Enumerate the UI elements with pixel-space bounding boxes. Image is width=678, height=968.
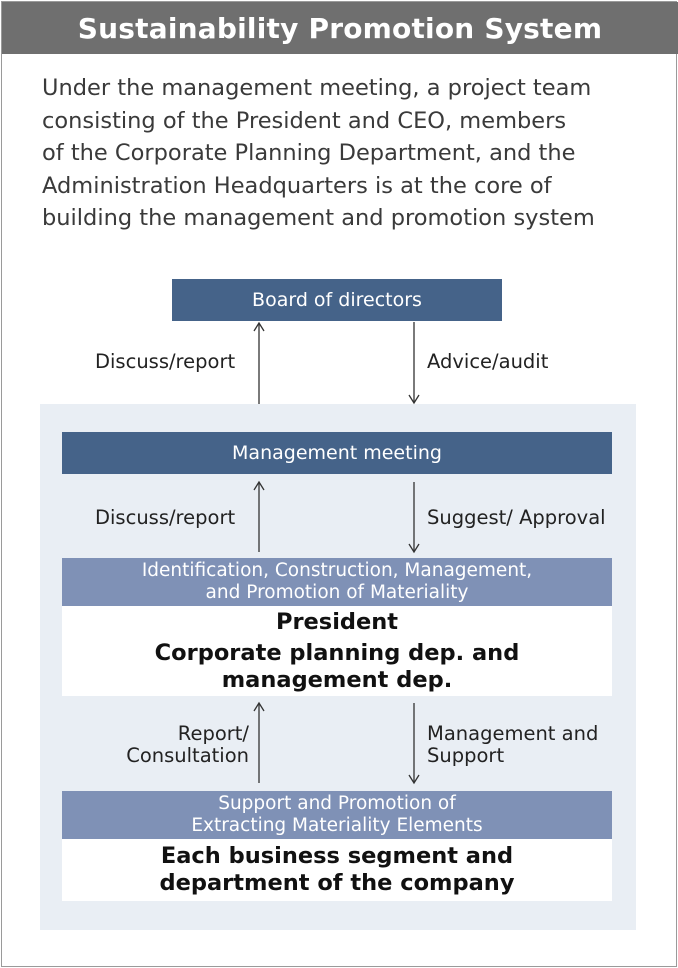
up-arrow-head [253, 321, 265, 332]
management-and-label-line: Management and [427, 722, 599, 745]
materiality-header: Identification, Construction, Management… [62, 558, 612, 606]
down-arrow-head [408, 774, 420, 785]
management-meeting-box: Management meeting [62, 432, 612, 474]
up-arrow-head [253, 701, 265, 712]
management-support-label: Management and Support [427, 723, 598, 767]
support-header-line: Extracting Materiality Elements [191, 815, 483, 836]
down-arrow-head [408, 394, 420, 405]
intro-line: Under the management meeting, a project … [42, 75, 592, 101]
materiality-header-line: Identification, Construction, Management… [141, 560, 533, 581]
department-label: department of the company [159, 870, 515, 896]
mgmt-discuss-report-label: Discuss/report [95, 506, 236, 529]
report-consultation-label: Report/ Consultation [118, 723, 249, 767]
board-advice-audit-label: Advice/audit [427, 350, 549, 373]
suggest-approval-label: Suggest/ Approval [427, 506, 606, 529]
management-dep-label: management dep. [221, 667, 453, 693]
report-label-line: Report/ [177, 722, 249, 745]
corporate-planning-label: Corporate planning dep. and [154, 640, 520, 666]
support-header-line: Support and Promotion of [218, 793, 456, 814]
up-arrow-head [253, 480, 265, 491]
business-segment-label: Each business segment and [160, 843, 514, 869]
materiality-body: President Corporate planning dep. and ma… [62, 606, 612, 696]
intro-line: consisting of the President and CEO, mem… [42, 107, 567, 134]
materiality-header-line: and Promotion of Materiality [205, 582, 469, 603]
support-header: Support and Promotion of Extracting Mate… [62, 791, 612, 839]
president-label: President [275, 609, 399, 635]
support-label-line: Support [427, 744, 505, 767]
intro-line: of the Corporate Planning Department, an… [42, 140, 576, 166]
board-of-directors-box: Board of directors [172, 279, 502, 321]
intro-line: Administration Headquarters is at the co… [42, 172, 552, 199]
page-title: Sustainability Promotion System [2, 2, 678, 54]
board-discuss-report-label: Discuss/report [95, 350, 236, 373]
intro-text: Under the management meeting, a project … [42, 72, 652, 235]
down-arrow-head [408, 543, 420, 554]
consultation-label-line: Consultation [126, 744, 249, 767]
support-body: Each business segment and department of … [62, 839, 612, 901]
intro-line: building the management and promotion sy… [42, 205, 595, 231]
